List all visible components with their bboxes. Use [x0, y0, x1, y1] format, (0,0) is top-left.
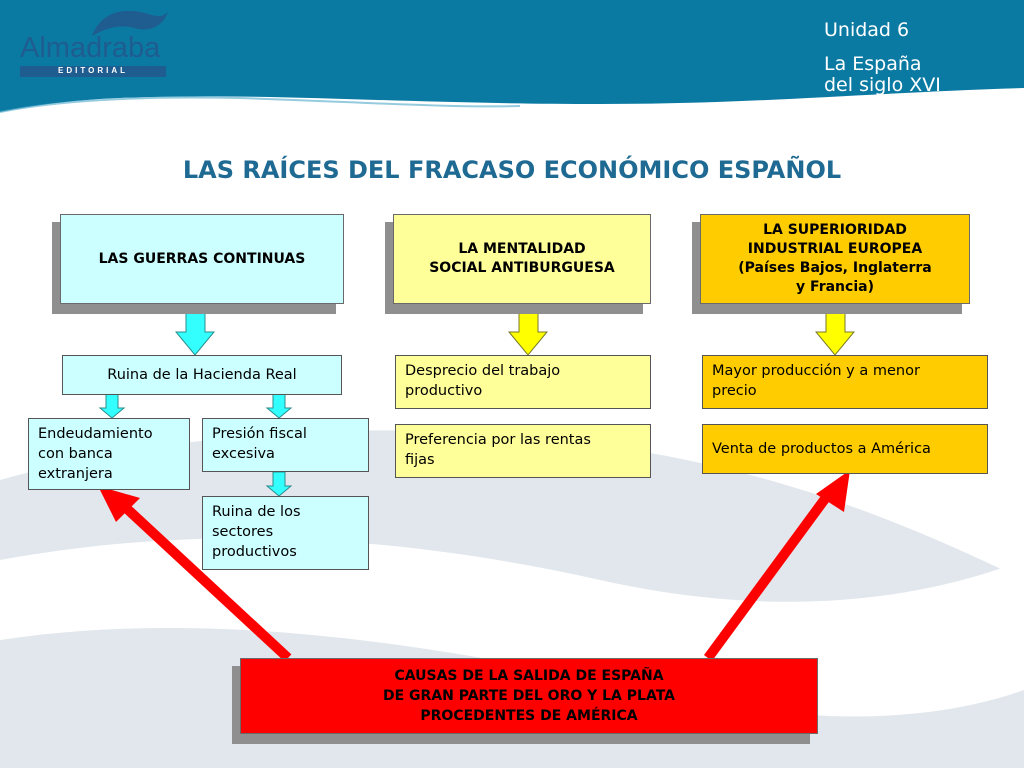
- red-arrow-head-left: [98, 486, 140, 522]
- tax-line-2: excesiva: [212, 446, 275, 462]
- logo-subtitle: EDITORIAL: [20, 66, 166, 77]
- heading-wars: LAS GUERRAS CONTINUAS: [60, 214, 344, 304]
- cyan-arrows: [98, 303, 293, 497]
- yellow-arrows: [507, 303, 856, 356]
- heading-industry: LA SUPERIORIDAD INDUSTRIAL EUROPEA (País…: [700, 214, 970, 304]
- box-debt: Endeudamiento con banca extranjera: [28, 418, 190, 490]
- debt-line-3: extranjera: [38, 466, 113, 482]
- fixed-rents-line-1: Preferencia por las rentas: [405, 432, 591, 448]
- box-fixed-rents: Preferencia por las rentas fijas: [395, 424, 651, 478]
- heading-wars-label: LAS GUERRAS CONTINUAS: [98, 250, 306, 267]
- subject-line-2: del siglo XVI: [824, 74, 941, 96]
- tax-line-1: Presión fiscal: [212, 426, 307, 442]
- sectors-line-1: Ruina de los: [212, 504, 301, 520]
- production-line-1: Mayor producción y a menor: [712, 363, 920, 379]
- heading-industry-line-1: LA SUPERIORIDAD: [763, 222, 907, 238]
- red-arrows: [98, 470, 850, 662]
- box-ruin-hacienda: Ruina de la Hacienda Real: [62, 355, 342, 395]
- work-contempt-line-1: Desprecio del trabajo: [405, 363, 561, 379]
- page-title: LAS RAÍCES DEL FRACASO ECONÓMICO ESPAÑOL: [182, 156, 842, 184]
- heading-industry-line-2: INDUSTRIAL EUROPEA: [747, 241, 923, 257]
- arrow-ruin-to-tax: [265, 393, 293, 419]
- subject-line-1: La España: [824, 53, 922, 75]
- heading-mentality-line-1: LA MENTALIDAD: [458, 241, 586, 257]
- red-arrow-head-right: [816, 470, 850, 512]
- conclusion-line-3: PROCEDENTES DE AMÉRICA: [420, 708, 638, 724]
- heading-mentality-line-2: SOCIAL ANTIBURGUESA: [429, 260, 615, 276]
- box-work-contempt: Desprecio del trabajo productivo: [395, 355, 651, 409]
- heading-industry-line-4: y Francia): [796, 279, 874, 295]
- arrow-tax-to-sectors: [265, 471, 293, 497]
- conclusion-line-1: CAUSAS DE LA SALIDA DE ESPAÑA: [394, 668, 664, 684]
- logo: Almadraba EDITORIAL: [20, 6, 170, 78]
- debt-line-1: Endeudamiento: [38, 426, 153, 442]
- logo-name: Almadraba: [20, 32, 161, 64]
- debt-line-2: con banca: [38, 446, 113, 462]
- wave-icon: [92, 10, 168, 36]
- box-production: Mayor producción y a menor precio: [702, 355, 988, 409]
- heading-industry-line-3: (Países Bajos, Inglaterra: [738, 260, 932, 276]
- fixed-rents-line-2: fijas: [405, 452, 435, 468]
- sales-america-label: Venta de productos a América: [712, 441, 931, 457]
- unit-label: Unidad 6: [824, 19, 910, 41]
- heading-mentality: LA MENTALIDAD SOCIAL ANTIBURGUESA: [393, 214, 651, 304]
- box-tax: Presión fiscal excesiva: [202, 418, 369, 472]
- conclusion-line-2: DE GRAN PARTE DEL ORO Y LA PLATA: [382, 688, 675, 704]
- ruin-label: Ruina de la Hacienda Real: [107, 367, 297, 383]
- work-contempt-line-2: productivo: [405, 383, 483, 399]
- conclusion-box: CAUSAS DE LA SALIDA DE ESPAÑA DE GRAN PA…: [240, 658, 818, 734]
- production-line-2: precio: [712, 383, 757, 399]
- sectors-line-3: productivos: [212, 544, 297, 560]
- sectors-line-2: sectores: [212, 524, 274, 540]
- box-sectors: Ruina de los sectores productivos: [202, 496, 369, 570]
- box-sales-america: Venta de productos a América: [702, 424, 988, 474]
- arrow-ruin-to-debt: [98, 393, 126, 419]
